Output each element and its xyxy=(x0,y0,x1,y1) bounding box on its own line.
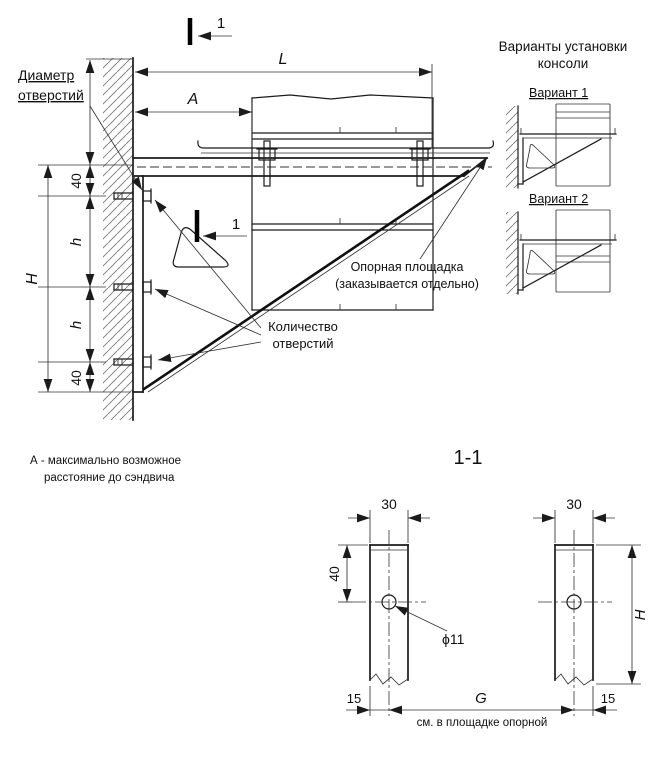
note-a-line1: А - максимально возможное xyxy=(30,455,181,467)
dim-label-15-right: 15 xyxy=(601,691,615,706)
variants-panel: Варианты установки консоли Вариант 1 Вар… xyxy=(499,39,628,295)
section-cut-label: 1 xyxy=(217,15,225,32)
anchor-bolt-2 xyxy=(113,279,152,295)
dimension-chain-left: 40 h h 40 H xyxy=(24,60,133,393)
dimension-30-right: 30 xyxy=(533,496,615,543)
label-hole-diameter-line2: отверстий xyxy=(18,87,84,103)
dim-label-h-upper: h xyxy=(68,238,85,246)
dimension-L: L xyxy=(135,51,433,148)
section-note: см. в площадке опорной xyxy=(417,717,548,729)
dim-label-phi11: ϕ11 xyxy=(442,631,465,647)
dim-label-40-top: 40 xyxy=(68,173,84,189)
section-1-1-view: 1-1 30 xyxy=(326,447,649,729)
callout-hole-diameter: Диаметр отверстий xyxy=(18,67,143,191)
left-plate xyxy=(352,530,426,716)
dim-label-40-bottom: 40 xyxy=(68,370,84,386)
console-bracket xyxy=(132,156,492,393)
variant-1-label: Вариант 1 xyxy=(529,86,588,100)
support-platform xyxy=(197,140,495,154)
wall-plate xyxy=(132,175,144,393)
dim-label-H: H xyxy=(24,273,41,285)
dimension-30-left: 30 xyxy=(348,496,430,543)
label-hole-diameter-line1: Диаметр xyxy=(18,67,74,83)
callout-hole-dia: ϕ11 xyxy=(394,605,465,647)
label-hole-count-line1: Количество xyxy=(268,319,338,334)
platform-bolt-left xyxy=(256,140,278,187)
dim-label-15-left: 15 xyxy=(347,691,361,706)
label-support-platform-line2: (заказывается отдельно) xyxy=(335,277,479,291)
anchor-bolt-3 xyxy=(113,354,152,370)
dim-label-L: L xyxy=(279,51,288,68)
wall xyxy=(86,57,134,421)
note-a-line2: расстояние до сэндвича xyxy=(44,472,175,484)
dim-label-G: G xyxy=(475,690,487,707)
variants-title-line2: консоли xyxy=(538,56,589,71)
dim-label-H-section: H xyxy=(632,609,649,620)
variants-title-line1: Варианты установки xyxy=(499,39,628,54)
platform-bolt-right xyxy=(409,140,431,187)
note-a: А - максимально возможное расстояние до … xyxy=(30,455,181,484)
label-hole-count-line2: отверстий xyxy=(272,336,333,351)
dimension-bottom-chain: 15 G 15 см. в площадке опорной xyxy=(346,686,617,729)
section-cut-label: 1 xyxy=(232,216,240,233)
dimension-40-hole: 40 xyxy=(326,544,368,603)
label-support-platform-line1: Опорная площадка xyxy=(351,260,464,274)
dimension-H-section: H xyxy=(596,544,649,685)
section-view-title: 1-1 xyxy=(454,447,483,469)
dimension-A: A xyxy=(135,91,253,146)
gusset-hole xyxy=(172,227,229,268)
variant-2-label: Вариант 2 xyxy=(529,192,588,206)
gusset-hole xyxy=(526,143,556,169)
dim-label-30-left: 30 xyxy=(381,496,397,512)
right-plate xyxy=(538,530,612,716)
dim-label-h-lower: h xyxy=(68,321,85,329)
dim-label-40-hole: 40 xyxy=(326,566,342,582)
variant-2-drawing xyxy=(506,209,617,295)
dim-label-30-right: 30 xyxy=(566,496,582,512)
dim-label-A: A xyxy=(187,91,199,108)
callout-support-platform: Опорная площадка (заказывается отдельно) xyxy=(335,156,488,291)
section-cut-marker-inner: 1 xyxy=(194,210,247,242)
callout-hole-count: Количество отверстий xyxy=(154,199,338,363)
section-cut-marker-top: 1 xyxy=(187,15,232,45)
gusset-hole xyxy=(526,249,556,275)
variant-1-drawing xyxy=(506,103,617,189)
anchor-bolt-1 xyxy=(113,188,152,204)
